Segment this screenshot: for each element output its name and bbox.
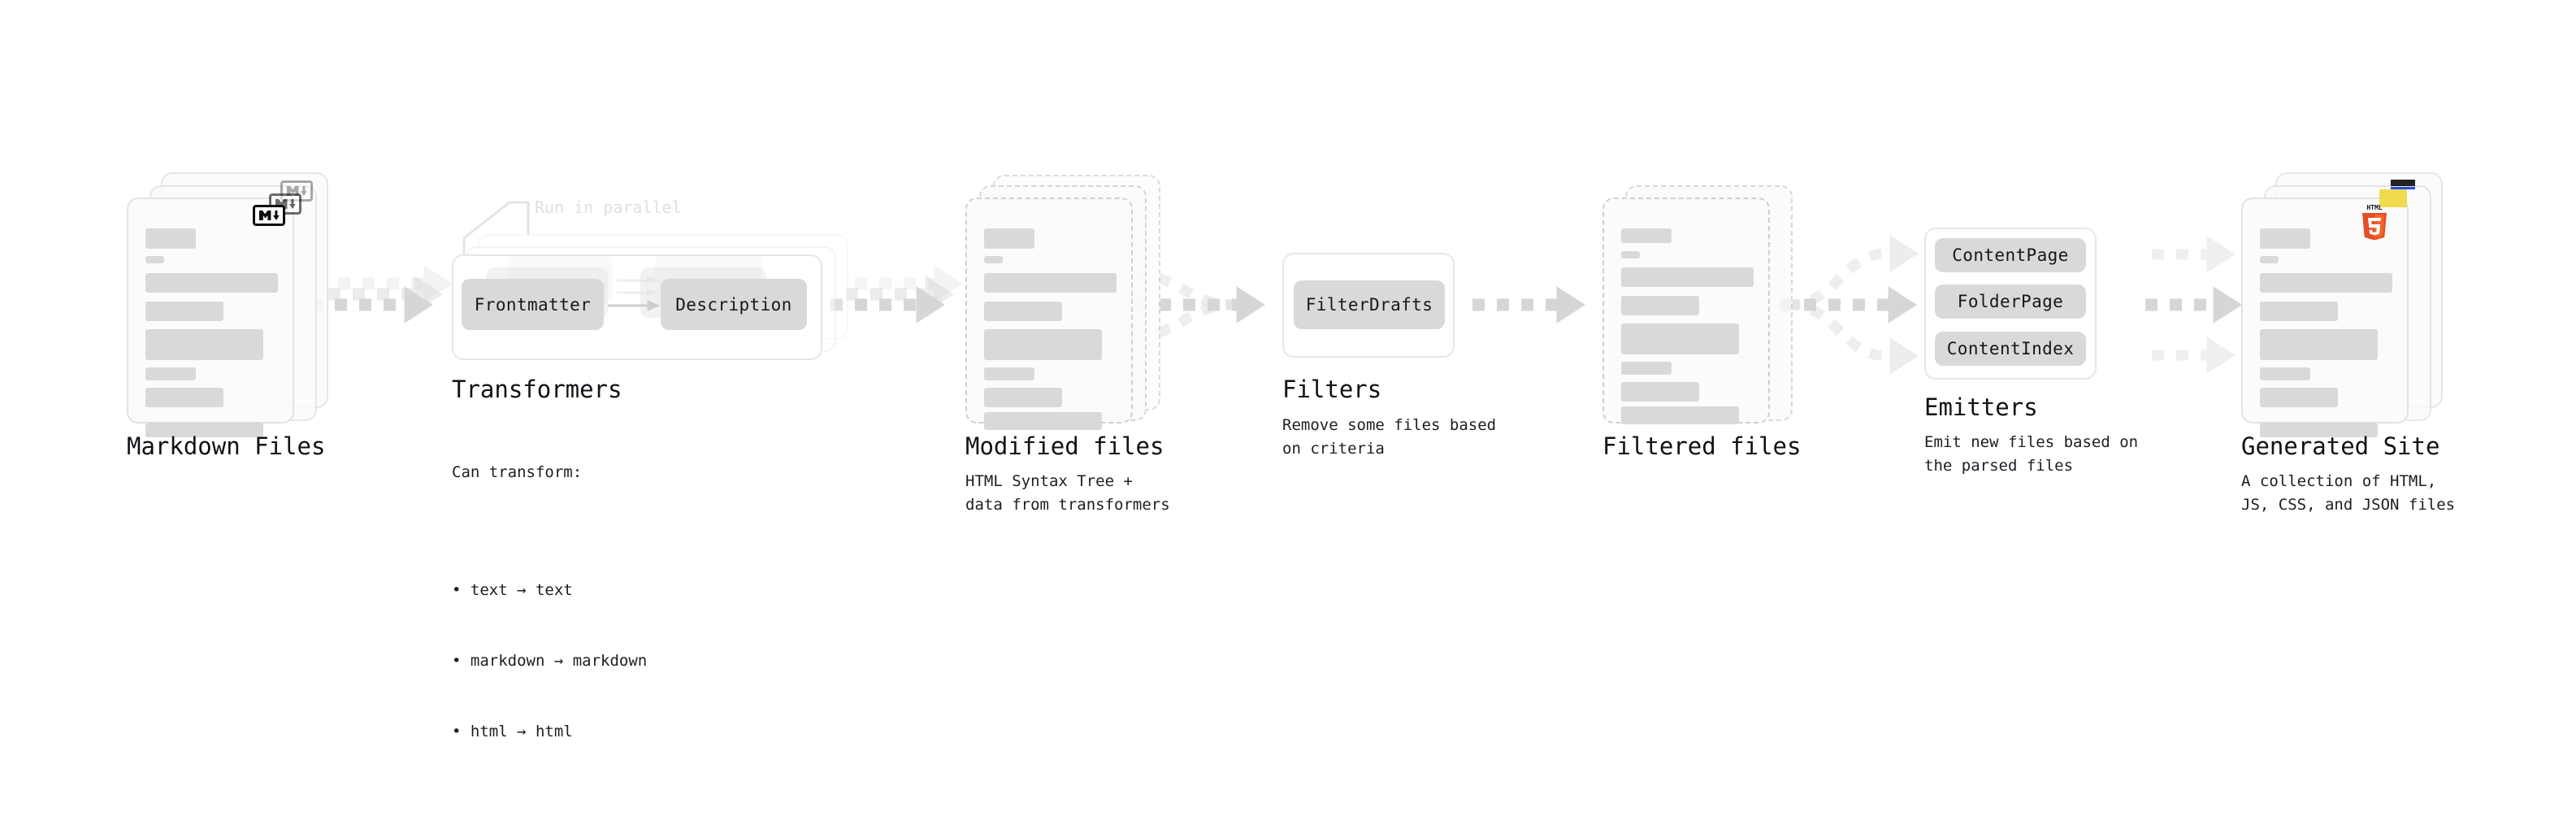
skeleton-line <box>984 412 1102 430</box>
emitters-chip-folderpage[interactable]: FolderPage <box>1935 284 2086 319</box>
connector-filters-to-filtered <box>1472 286 1585 323</box>
skeleton-line <box>145 367 196 380</box>
emitters-chip-contentindex[interactable]: ContentIndex <box>1935 332 2086 366</box>
file-card-front <box>127 198 294 437</box>
skeleton-line <box>2260 367 2310 380</box>
connector-md-to-transformers <box>310 265 453 323</box>
svg-text:HTML: HTML <box>2366 204 2382 211</box>
skeleton-line <box>2260 388 2338 407</box>
stage-subtitle-transformers: Can transform: • text → text • markdown … <box>452 414 647 838</box>
connector-emitters-to-site <box>2145 236 2242 374</box>
stage-title-emitters: Emitters <box>1924 393 2038 421</box>
skeleton-line <box>1621 267 1754 287</box>
transformers-bullet: • text → text <box>452 581 573 599</box>
transformers-bullet-list: • text → text • markdown → markdown • ht… <box>452 532 647 791</box>
pipeline-diagram: Markdown Files Run in parallel Frontmatt… <box>127 172 2456 740</box>
transformers-intro: Can transform: <box>452 463 583 481</box>
skeleton-line <box>984 388 1062 407</box>
transformers-bullet: • html → html <box>452 723 573 740</box>
skeleton-line <box>984 329 1102 360</box>
skeleton-heading <box>1621 228 1672 243</box>
stage-title-generated-site: Generated Site <box>2241 432 2440 460</box>
file-card-front <box>965 198 1133 430</box>
skeleton-line <box>1621 382 1699 402</box>
skeleton-line <box>984 302 1062 321</box>
stage-title-filters: Filters <box>1282 376 1382 403</box>
skeleton-line <box>1621 362 1672 375</box>
stage-subtitle-emitters: Emit new files based on the parsed files <box>1924 433 2139 475</box>
skeleton-line <box>2260 329 2378 360</box>
connector-transformers-to-modified <box>830 265 963 323</box>
stage-title-modified-files: Modified files <box>965 432 1164 460</box>
skeleton-heading <box>145 228 196 249</box>
skeleton-subheading <box>145 256 164 263</box>
stage-subtitle-modified-files: HTML Syntax Tree + data from transformer… <box>965 472 1170 514</box>
skeleton-heading <box>2260 228 2310 249</box>
skeleton-line <box>2260 273 2392 293</box>
emitters-chip-contentpage[interactable]: ContentPage <box>1935 238 2086 272</box>
skeleton-subheading <box>984 256 1003 263</box>
filters-chip-filterdrafts[interactable]: FilterDrafts <box>1294 280 1445 329</box>
stage-title-filtered-files: Filtered files <box>1602 432 1802 460</box>
skeleton-line <box>145 423 263 437</box>
markdown-icon <box>253 205 285 226</box>
html5-icon: HTML <box>2358 202 2391 241</box>
skeleton-heading <box>984 228 1034 249</box>
skeleton-line <box>1621 323 1739 354</box>
stage-subtitle-generated-site: A collection of HTML, JS, CSS, and JSON … <box>2241 472 2456 514</box>
skeleton-line <box>145 329 263 360</box>
skeleton-line <box>1621 296 1699 315</box>
run-in-parallel-label: Run in parallel <box>535 198 682 217</box>
connector-filtered-to-emitters <box>1780 235 1919 375</box>
stage-title-transformers: Transformers <box>452 376 622 403</box>
stage-subtitle-filters: Remove some files based on criteria <box>1282 416 1497 458</box>
skeleton-subheading <box>2260 256 2279 263</box>
javascript-icon <box>2379 189 2407 207</box>
transformer-chip-description[interactable]: Description <box>661 279 807 330</box>
skeleton-line <box>1621 406 1739 424</box>
css3-icon <box>2391 177 2415 189</box>
transformers-bullet: • markdown → markdown <box>452 652 648 670</box>
transformer-chip-frontmatter[interactable]: Frontmatter <box>462 279 604 330</box>
skeleton-line <box>145 388 223 407</box>
skeleton-line <box>145 273 278 293</box>
skeleton-line <box>984 367 1034 380</box>
skeleton-line <box>2260 302 2338 321</box>
stage-title-markdown-files: Markdown Files <box>127 432 326 460</box>
skeleton-line <box>2260 423 2378 437</box>
skeleton-line <box>984 273 1117 293</box>
file-card-front <box>1602 198 1770 424</box>
skeleton-subheading <box>1621 251 1640 258</box>
skeleton-line <box>145 302 223 321</box>
